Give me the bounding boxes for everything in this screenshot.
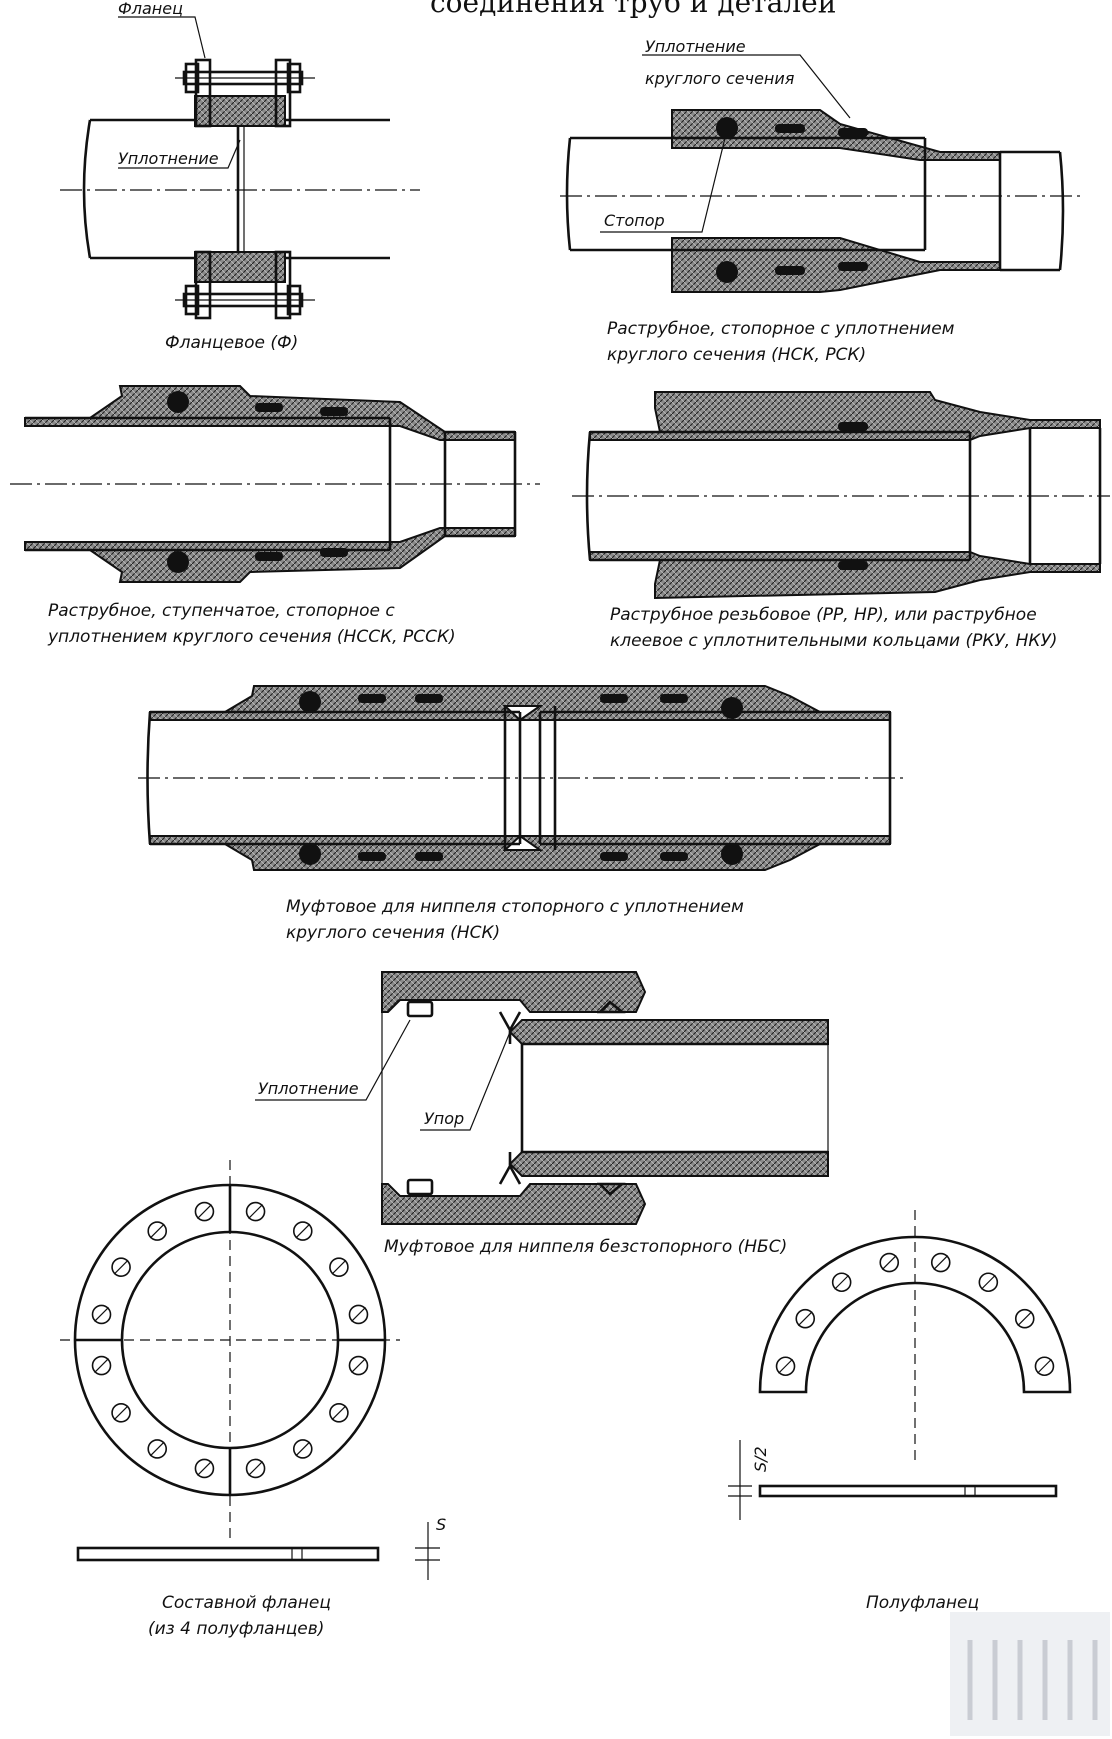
bolt-hole-mark — [149, 1223, 165, 1239]
label-dim-s: S — [436, 1515, 446, 1534]
threaded-socket-figure — [572, 391, 1110, 600]
label-uplotnenie-krug-1: Уплотнение — [645, 37, 746, 56]
bolt-hole-mark — [197, 1461, 212, 1476]
label-dim-s2: S/2 — [751, 1446, 770, 1472]
bolt-hole-mark — [113, 1405, 129, 1421]
bolt-hole-mark — [1017, 1311, 1033, 1327]
caption-composite-2: (из 4 полуфланцев) — [148, 1619, 324, 1639]
caption-socket-2: круглого сечения (НСК, РСК) — [607, 345, 866, 365]
label-upor: Упор — [424, 1109, 464, 1128]
label-uplotnenie-flange: Уплотнение — [118, 149, 219, 168]
bolt-hole-mark — [94, 1358, 109, 1373]
stamp-watermark — [950, 1612, 1110, 1736]
caption-stepped-2: уплотнением круглого сечения (НССК, РССК… — [47, 627, 456, 647]
bolt-hole-mark — [834, 1274, 850, 1290]
bolt-hole-mark — [248, 1461, 263, 1476]
bolt-hole-mark — [94, 1307, 109, 1322]
caption-threaded-2: клеевое с уплотнительными кольцами (РКУ,… — [610, 631, 1057, 651]
bolt-holes — [775, 1252, 1055, 1377]
caption-socket-1: Раструбное, стопорное с уплотнением — [607, 319, 955, 339]
caption-coupling-2: круглого сечения (НСК) — [286, 923, 500, 943]
caption-nbs: Муфтовое для ниппеля безстопорного (НБС) — [384, 1237, 787, 1257]
bolt-hole-mark — [113, 1259, 129, 1275]
bolt-hole-mark — [881, 1255, 897, 1270]
bolt-hole-mark — [295, 1441, 311, 1457]
bolt-hole-mark — [331, 1259, 347, 1275]
stepped-socket-figure — [10, 385, 540, 583]
label-stopor: Стопор — [604, 211, 665, 230]
bolt-hole-mark — [778, 1358, 793, 1374]
bolt-hole-mark — [351, 1358, 366, 1373]
bolt-hole-mark — [331, 1405, 347, 1421]
caption-stepped-1: Раструбное, ступенчатое, стопорное с — [48, 601, 395, 621]
label-uplotnenie-krug-2: круглого сечения — [645, 69, 795, 88]
nbs-coupling-figure — [381, 971, 829, 1225]
label-flanec: Фланец — [118, 0, 183, 18]
flange-joint-figure — [60, 58, 420, 320]
bolt-hole-mark — [933, 1255, 949, 1270]
caption-composite-1: Составной фланец — [162, 1593, 331, 1613]
page-title: соединения труб и деталей — [430, 0, 836, 19]
caption-threaded-1: Раструбное резьбовое (РР, НР), или растр… — [610, 605, 1037, 625]
bolt-holes — [91, 1201, 369, 1479]
bolt-hole-mark — [980, 1274, 996, 1290]
caption-flange: Фланцевое (Ф) — [165, 333, 298, 353]
bolt-hole-mark — [248, 1204, 263, 1219]
half-flange-figure — [728, 1210, 1072, 1520]
socket-joint-figure — [560, 109, 1085, 293]
bolt-hole-mark — [197, 1204, 212, 1219]
bolt-hole-mark — [295, 1223, 311, 1239]
label-uplotnenie-nbs: Уплотнение — [258, 1079, 359, 1098]
bolt-hole-mark — [149, 1441, 165, 1457]
coupling-figure — [138, 685, 905, 871]
bolt-hole-mark — [1037, 1358, 1052, 1374]
bolt-hole-mark — [797, 1311, 813, 1327]
caption-coupling-1: Муфтовое для ниппеля стопорного с уплотн… — [286, 897, 744, 917]
composite-flange-figure — [60, 1160, 440, 1580]
bolt-hole-mark — [351, 1307, 366, 1322]
caption-half: Полуфланец — [866, 1593, 979, 1613]
